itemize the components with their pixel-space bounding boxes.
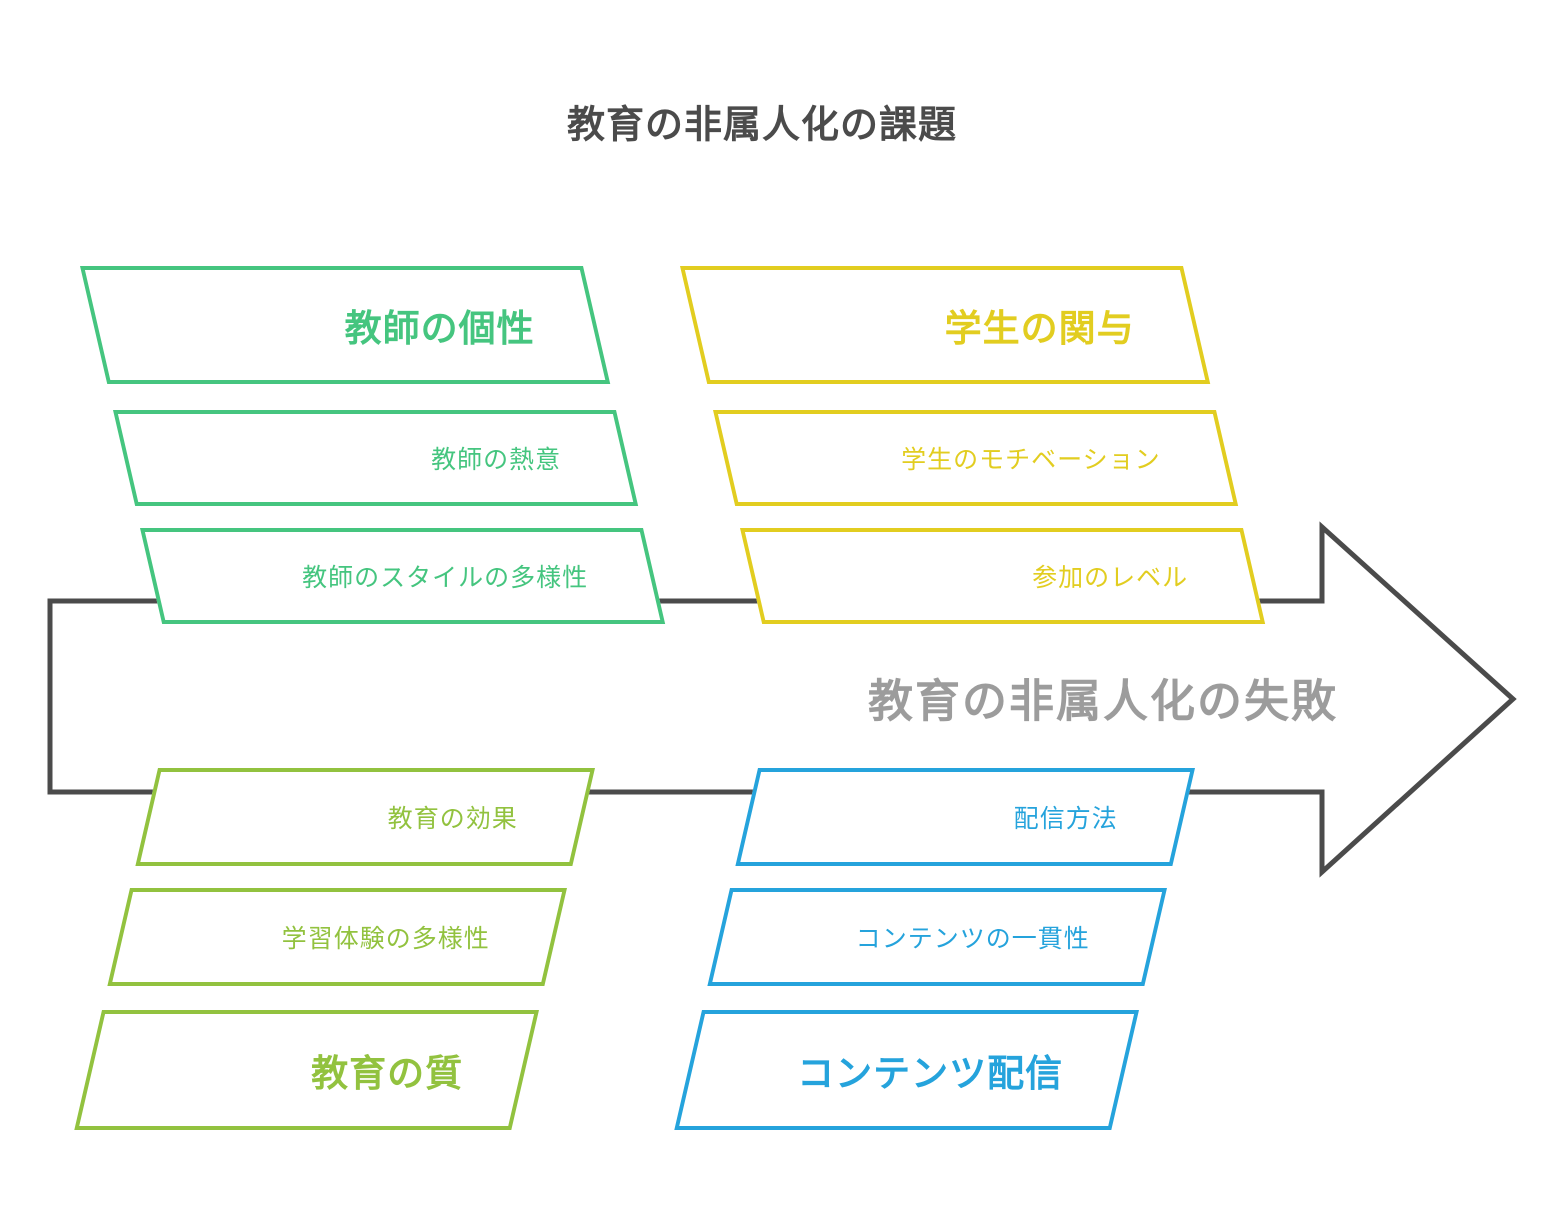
factor-box-education-effectiveness-label: 教育の効果 [387, 805, 518, 833]
category-box-content-delivery-label: コンテンツ配信 [797, 1053, 1064, 1094]
factor-box-learning-experience-diversity-label: 学習体験の多様性 [281, 925, 490, 953]
failure-arrow-label: 教育の非属人化の失敗 [867, 675, 1339, 727]
category-box-student-engagement-label: 学生の関与 [944, 308, 1135, 349]
factor-box-student-motivation-label: 学生のモチベーション [901, 446, 1162, 474]
category-box-teacher-personality-label: 教師の個性 [344, 308, 535, 349]
factor-box-learning-experience-diversity: 学習体験の多様性 [107, 888, 568, 986]
diagram-title: 教育の非属人化の課題 [566, 104, 958, 147]
factor-box-education-effectiveness: 教育の効果 [135, 768, 595, 866]
factor-box-teaching-style-diversity-label: 教師のスタイルの多様性 [302, 564, 589, 592]
factor-box-student-motivation: 学生のモチベーション [713, 410, 1239, 506]
factor-box-teaching-style-diversity: 教師のスタイルの多様性 [140, 528, 666, 624]
category-box-education-quality-label: 教育の質 [311, 1053, 464, 1094]
factor-box-delivery-method: 配信方法 [735, 768, 1195, 866]
category-box-teacher-personality: 教師の個性 [80, 266, 611, 384]
factor-box-participation-level-label: 参加のレベル [1032, 564, 1189, 592]
factor-box-content-consistency-label: コンテンツの一貫性 [855, 925, 1090, 953]
category-box-content-delivery: コンテンツ配信 [674, 1010, 1139, 1130]
category-box-student-engagement: 学生の関与 [680, 266, 1211, 384]
factor-box-delivery-method-label: 配信方法 [1013, 805, 1118, 833]
factor-box-teacher-enthusiasm-label: 教師の熱意 [431, 446, 562, 474]
factor-box-content-consistency: コンテンツの一貫性 [707, 888, 1167, 986]
factor-box-teacher-enthusiasm: 教師の熱意 [113, 410, 639, 506]
category-box-education-quality: 教育の質 [74, 1010, 540, 1130]
factor-box-participation-level: 参加のレベル [740, 528, 1266, 624]
